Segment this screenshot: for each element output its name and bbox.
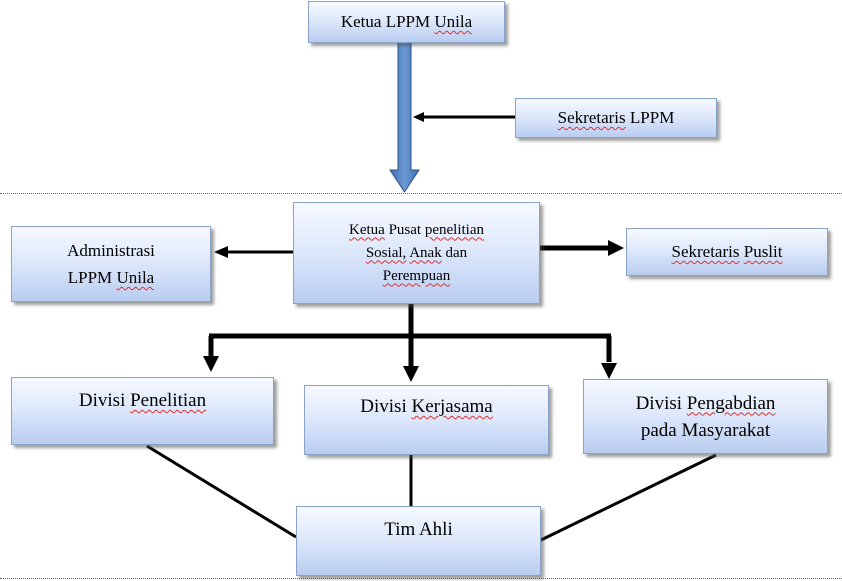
sekretaris-puslit-word-puslit: Puslit — [743, 242, 783, 261]
node-ketua-lppm: Ketua LPPM Unila — [308, 1, 505, 43]
ketua-pusat-word-ketua: Ketua — [349, 221, 385, 238]
ketua-pusat-word-perempuan: Perempuan — [382, 267, 451, 284]
divisi-pengabdian-line-2: pada Masyarakat — [640, 419, 771, 441]
administrasi-word-lppm: LPPM — [67, 268, 117, 287]
sekretaris-lppm-word-lppm: LPPM — [625, 108, 675, 127]
ketua-lppm-word-lppm: LPPM — [385, 12, 435, 31]
main-block-arrow — [389, 39, 420, 193]
section-divider-top — [0, 193, 842, 194]
administrasi-line-1: Administrasi — [67, 241, 155, 260]
ketua-pusat-line-1: Ketua Pusat penelitian — [349, 219, 484, 242]
node-ketua-lppm-label: Ketua LPPM Unila — [341, 12, 472, 32]
node-sekretaris-puslit: Sekretaris Puslit — [626, 228, 828, 276]
divisi-penelitian-word-penelitian: Penelitian — [130, 390, 207, 411]
ketua-pusat-word-sosial: Sosial, — [365, 244, 407, 261]
ketua-pusat-line-2: Sosial, Anak dan — [366, 242, 467, 265]
arrowhead-sekretaris-puslit — [608, 240, 624, 256]
arrowhead-administrasi — [214, 246, 228, 258]
divisi-pengabdian-word-pengabdian: Pengabdian — [686, 392, 776, 414]
ketua-pusat-word-pusat: Pusat — [384, 221, 425, 238]
node-divisi-penelitian: Divisi Penelitian — [11, 377, 274, 445]
node-tim-ahli-label: Tim Ahli — [384, 519, 453, 540]
arrowhead-divisi-kerjasama — [403, 366, 419, 382]
ketua-pusat-word-penelitian: penelitian — [424, 221, 484, 238]
node-sekretaris-lppm: Sekretaris LPPM — [515, 98, 717, 138]
sekretaris-lppm-word-sekretaris: Sekretaris — [557, 108, 626, 127]
sekretaris-puslit-word-sekretaris: Sekretaris — [671, 242, 740, 261]
connector-pengabdian-timahli — [540, 453, 717, 542]
arrowhead-divisi-pengabdian — [601, 363, 617, 379]
administrasi-line-2: LPPM Unila — [68, 264, 154, 291]
divisi-kerjasama-word-kerjasama: Kerjasama — [411, 396, 493, 417]
node-divisi-penelitian-label: Divisi Penelitian — [79, 390, 206, 412]
administrasi-word-unila: Unila — [116, 268, 155, 287]
ketua-pusat-word-dan: dan — [441, 244, 468, 261]
node-administrasi-lppm: Administrasi LPPM Unila — [11, 226, 211, 302]
arrowhead-divisi-penelitian — [203, 356, 219, 372]
ketua-lppm-word-unila: Unila — [434, 12, 473, 31]
arrowhead-sekretaris-lppm — [413, 112, 424, 122]
node-divisi-kerjasama: Divisi Kerjasama — [304, 385, 549, 455]
ketua-lppm-word-ketua: Ketua — [340, 12, 386, 31]
connector-penelitian-timahli — [146, 444, 297, 539]
divisi-pengabdian-line-1: Divisi Pengabdian — [636, 390, 776, 417]
section-divider-bottom — [0, 578, 842, 579]
divisi-kerjasama-word-divisi: Divisi — [360, 396, 412, 417]
node-divisi-kerjasama-label: Divisi Kerjasama — [360, 396, 492, 418]
node-ketua-pusat-penelitian: Ketua Pusat penelitian Sosial, Anak dan … — [293, 202, 540, 304]
divisi-pengabdian-word-divisi: Divisi — [635, 392, 687, 414]
ketua-pusat-line-3: Perempuan — [383, 265, 450, 288]
node-tim-ahli: Tim Ahli — [296, 506, 541, 576]
node-sekretaris-puslit-label: Sekretaris Puslit — [672, 242, 783, 262]
ketua-pusat-word-anak: Anak — [409, 244, 442, 261]
node-divisi-pengabdian: Divisi Pengabdian pada Masyarakat — [583, 379, 828, 454]
node-sekretaris-lppm-label: Sekretaris LPPM — [558, 108, 675, 128]
divisi-penelitian-word-divisi: Divisi — [78, 390, 131, 411]
